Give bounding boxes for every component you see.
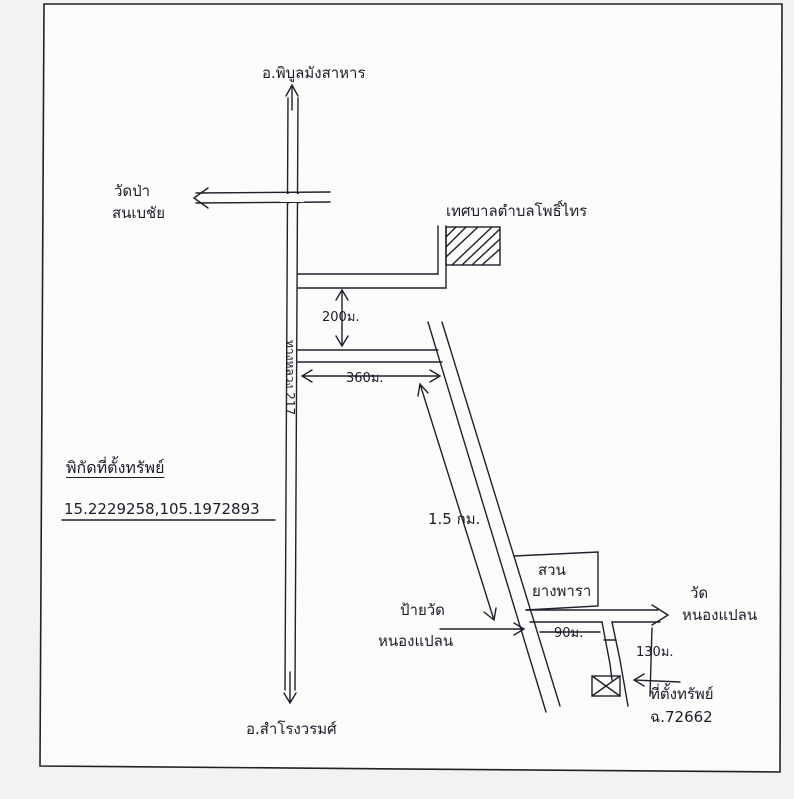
coordinates-heading: พิกัดที่ตั้งทรัพย์ xyxy=(66,458,165,477)
road-360m xyxy=(297,349,443,363)
wat-nong-plaen-label-line1: วัด xyxy=(690,584,709,602)
south-destination-label: อ.สำโรงวรมศ์ xyxy=(246,720,337,738)
dim-130-line xyxy=(649,627,653,697)
rubber-garden-label-line2: ยางพารา xyxy=(532,582,592,600)
road-to-wat-nong-plaen xyxy=(525,609,661,623)
dim-1-5km-line xyxy=(417,382,497,622)
distance-360m-label: 360ม. xyxy=(346,371,384,386)
temple-sign-arrow xyxy=(439,622,526,636)
south-arrow xyxy=(283,671,297,705)
longitude-value: 105.1972893 xyxy=(159,500,260,518)
west-arrow xyxy=(192,187,209,209)
dim-360-line xyxy=(300,369,442,383)
coordinates-value: 15.2229258,105.1972893 xyxy=(64,500,260,518)
property-deed-label: ฉ.72662 xyxy=(650,708,713,726)
property-arrow xyxy=(632,673,681,687)
property-cross xyxy=(591,675,621,697)
highway-label: ทางหลวง 217 xyxy=(283,340,297,416)
distance-1-5km-label: 1.5 กม. xyxy=(428,510,481,528)
rubber-garden-plot xyxy=(513,551,599,611)
dim-200-line xyxy=(335,288,349,348)
lane-to-property xyxy=(601,621,629,707)
property-box xyxy=(591,675,621,697)
road-to-wat-pa xyxy=(195,191,331,204)
building-hatch xyxy=(445,226,501,266)
north-destination-label: อ.พิบูลมังสาหาร xyxy=(262,64,366,82)
wat-nong-plaen-label-line2: หนองแปลน xyxy=(682,606,758,624)
property-label-line1: ที่ตั้งทรัพย์ xyxy=(650,685,714,703)
latitude-value: 15.2229258 xyxy=(64,500,155,518)
distance-130m-label: 130ม. xyxy=(636,645,674,660)
map-frame xyxy=(39,3,783,773)
temple-sign-label-line2: หนองแปลน xyxy=(378,632,454,650)
north-arrow xyxy=(285,83,299,111)
diagonal-road xyxy=(427,321,561,713)
distance-90m-label: 90ม. xyxy=(554,626,584,641)
temple-sign-label-line1: ป้ายวัด xyxy=(400,601,445,619)
municipality-label: เทศบาลตำบลโพธิ์ไทร xyxy=(446,202,588,220)
rubber-garden-label-line1: สวน xyxy=(538,561,566,579)
east-arrow xyxy=(651,604,670,626)
wat-pa-label-line2: สนเบชัย xyxy=(112,204,166,222)
distance-200m-label: 200ม. xyxy=(322,310,360,325)
wat-pa-label-line1: วัดป่า xyxy=(114,182,151,200)
